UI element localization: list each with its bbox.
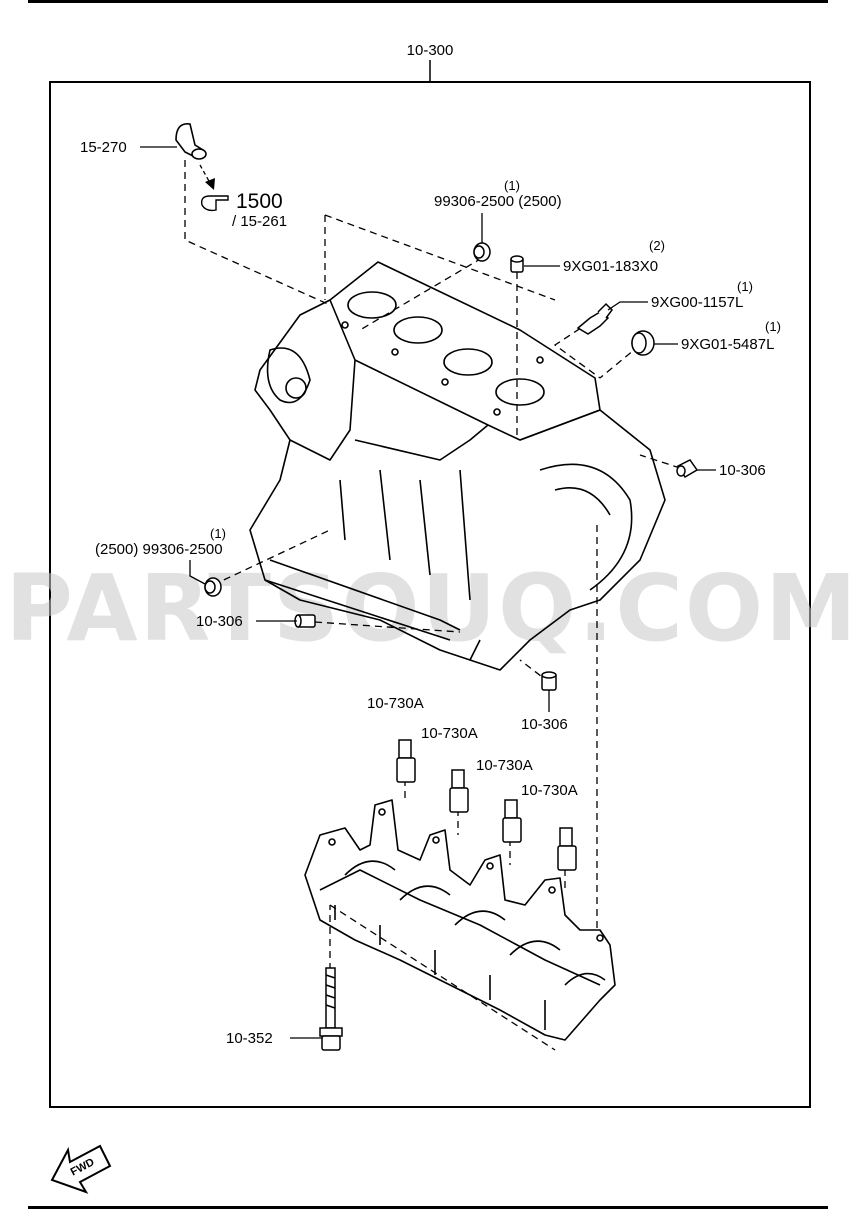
- lash-adjuster-4[interactable]: [557, 827, 577, 871]
- leader-9xg00-1157: [607, 301, 648, 311]
- callout-10-306-right[interactable]: 10-306: [719, 462, 766, 479]
- callout-10-352[interactable]: 10-352: [226, 1030, 273, 1047]
- cylinder-block[interactable]: [249, 261, 666, 671]
- bolt-10-352[interactable]: [319, 967, 343, 1051]
- lash-adjuster-2[interactable]: [449, 769, 469, 813]
- arrow-head-icon: [205, 178, 215, 190]
- callout-10-730a-2[interactable]: 10-730A: [421, 725, 478, 742]
- leader-99306-left: [189, 560, 206, 585]
- callout-9xg01-5487[interactable]: 9XG01-5487L: [681, 336, 774, 353]
- watermark: PARTSOUQ.COM: [5, 555, 858, 662]
- qty-99306-top: (1): [504, 178, 520, 193]
- dowel-10-306-right[interactable]: [676, 459, 699, 479]
- lash-adjuster-1[interactable]: [396, 739, 416, 783]
- fwd-arrow-icon: FWD: [50, 1144, 112, 1194]
- callout-1500[interactable]: 1500: [236, 190, 283, 213]
- callout-99306-top[interactable]: 99306-2500 (2500): [434, 193, 562, 210]
- pointing-hand-icon: [200, 195, 229, 212]
- cylinder-bores: [341, 291, 545, 416]
- hose-15-270[interactable]: [175, 123, 207, 160]
- top-rule: [28, 0, 828, 3]
- dowel-10-306-left[interactable]: [294, 614, 316, 628]
- plug-99306-top[interactable]: [473, 242, 491, 262]
- callout-10-730a-1[interactable]: 10-730A: [367, 695, 424, 712]
- callout-9xg00-1157[interactable]: 9XG00-1157L: [651, 294, 743, 311]
- callout-15-270[interactable]: 15-270: [80, 139, 127, 156]
- callout-10-730a-4[interactable]: 10-730A: [521, 782, 578, 799]
- qty-9xg01-183: (2): [649, 238, 665, 253]
- lash-adjuster-3[interactable]: [502, 799, 522, 843]
- callout-9xg01-183[interactable]: 9XG01-183X0: [563, 258, 658, 275]
- callout-10-306-bottom[interactable]: 10-306: [521, 716, 568, 733]
- callout-10-730a-3[interactable]: 10-730A: [476, 757, 533, 774]
- sensor-9xg00-1157[interactable]: [576, 302, 613, 335]
- qty-99306-left: (1): [210, 526, 226, 541]
- assembly-label[interactable]: 10-300: [407, 42, 454, 59]
- plug-9xg01-5487[interactable]: [631, 330, 655, 356]
- plug-99306-left[interactable]: [204, 577, 222, 597]
- arrow-icon: [199, 164, 211, 184]
- callout-10-306-left[interactable]: 10-306: [196, 613, 243, 630]
- callout-1500-sub[interactable]: / 15-261: [232, 213, 287, 230]
- dowel-10-306-bottom[interactable]: [541, 671, 557, 691]
- assembly-dash-lines: [184, 160, 681, 1051]
- dowel-9xg01-183[interactable]: [510, 255, 524, 273]
- callout-99306-left[interactable]: (2500) 99306-2500: [95, 541, 223, 558]
- qty-9xg01-5487: (1): [765, 319, 781, 334]
- bottom-rule: [28, 1206, 828, 1209]
- qty-9xg00-1157: (1): [737, 279, 753, 294]
